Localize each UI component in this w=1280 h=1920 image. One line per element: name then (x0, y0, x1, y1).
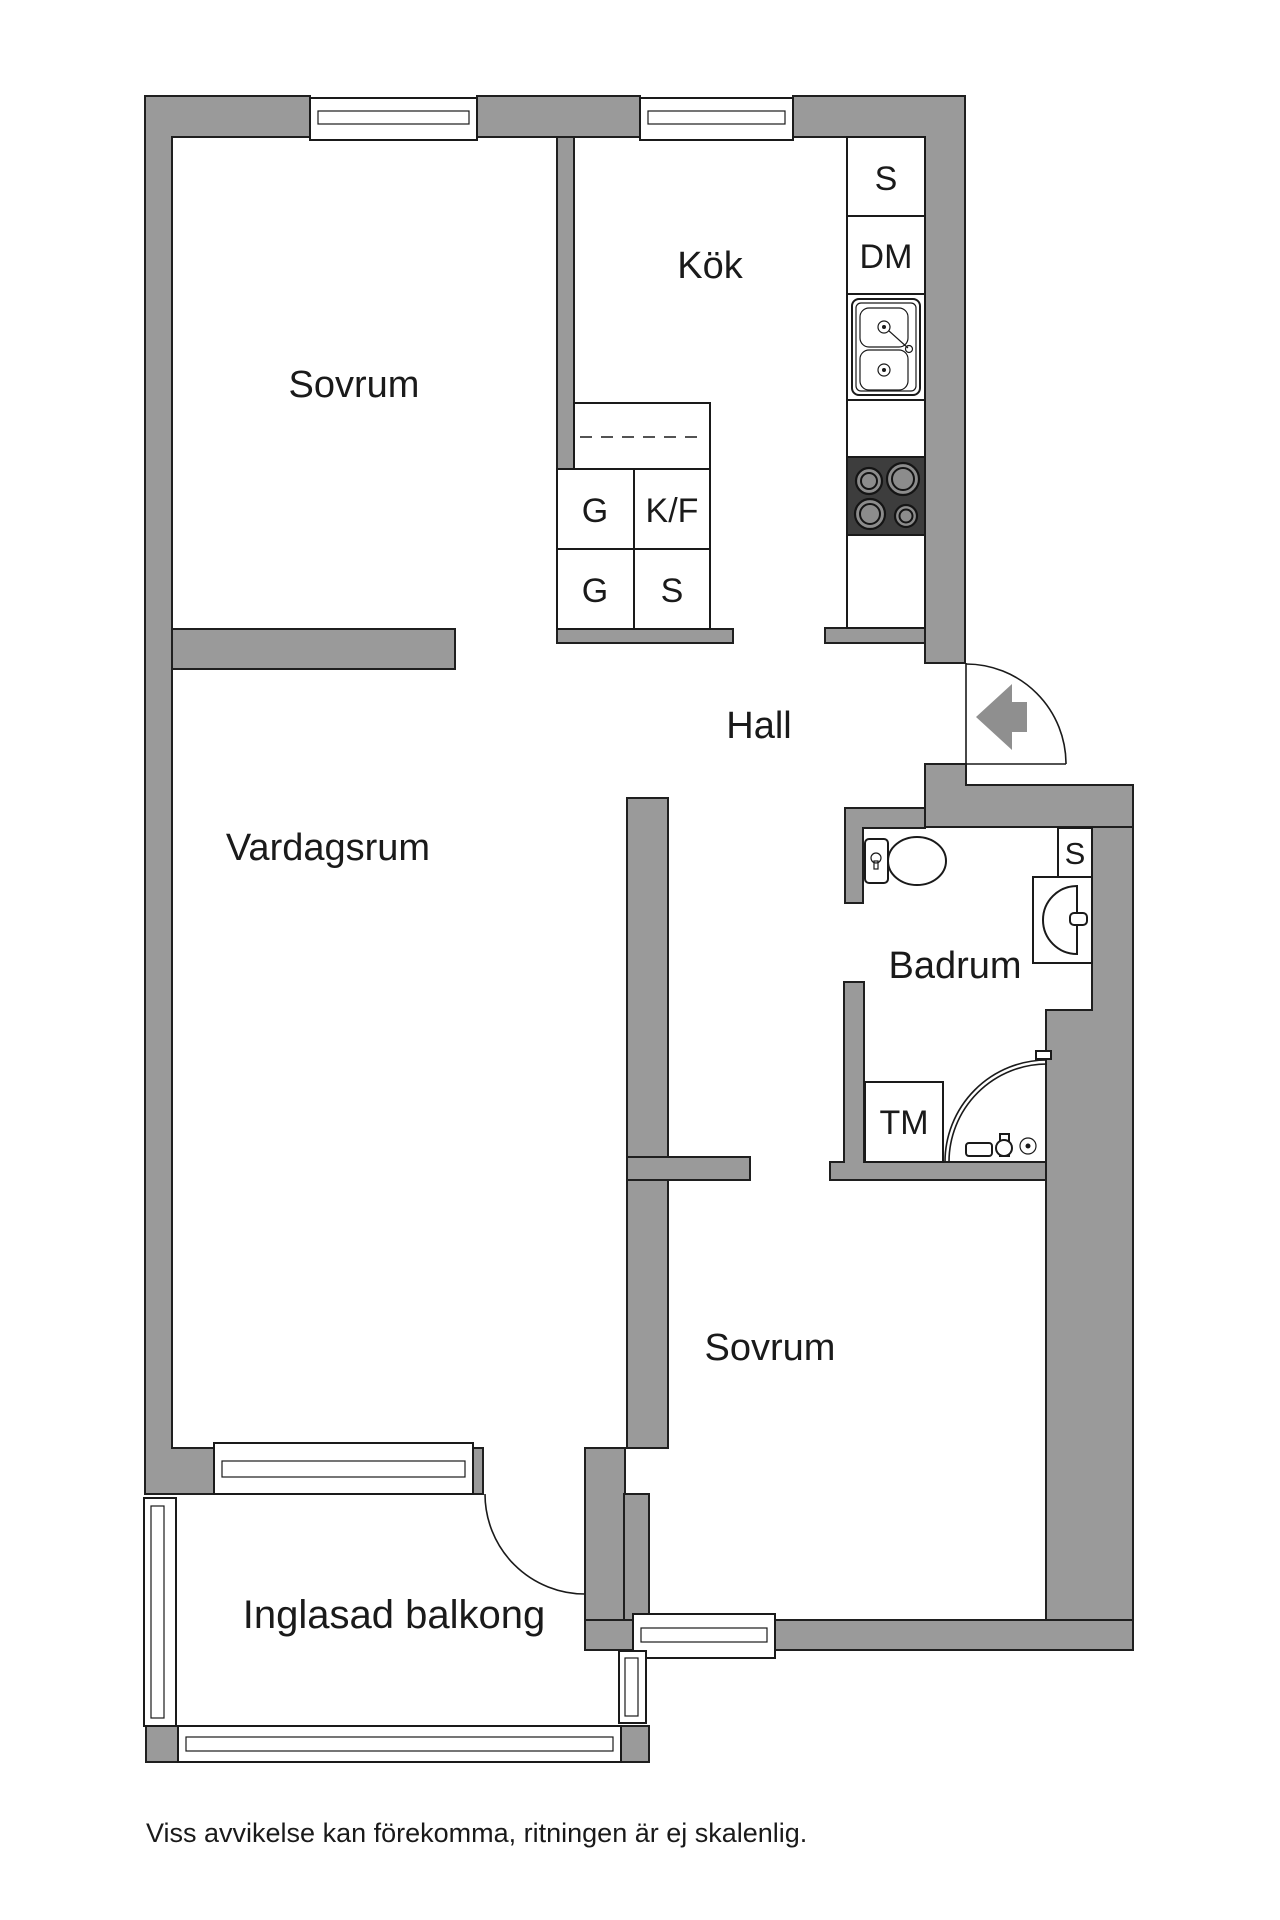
wall-entry-lower (924, 763, 1134, 828)
window-livingroom-balcony (213, 1442, 474, 1495)
bathroom-cabinet-label: S (1065, 836, 1086, 871)
burner (853, 461, 921, 531)
wall-bedroom2-bottom-left (584, 1619, 634, 1651)
wardrobe1-label: G (582, 492, 608, 530)
windows (143, 97, 794, 1763)
entrance-door (965, 663, 1067, 765)
livingroom-label: Vardagsrum (226, 827, 430, 869)
wall-outer-top-mid (476, 95, 641, 138)
stove (846, 456, 926, 536)
bedroom1-label: Sovrum (289, 364, 420, 406)
bathroom-cabinet-box (1057, 827, 1093, 878)
wall-bedroom2-bottom-right (774, 1619, 1134, 1651)
shower-mixer (965, 1142, 993, 1157)
wall-balcony-corner-right (620, 1725, 650, 1763)
wall-bedroom1-bottom (171, 628, 456, 670)
window-bedroom1 (309, 97, 478, 141)
washbasin (1032, 876, 1093, 964)
shower-drain (1019, 1137, 1037, 1155)
dishwasher-label: DM (860, 238, 913, 276)
wardrobe2-label: G (582, 572, 608, 610)
wall-bedroom1-kitchen (556, 136, 575, 470)
kitchen-label: Kök (677, 245, 743, 287)
shower-door-handle (1035, 1050, 1052, 1060)
wall-stub-kitchen (824, 627, 926, 644)
window-bedroom2 (632, 1613, 776, 1659)
wall-hall-bedroom2 (626, 1156, 751, 1181)
balcony-label: Inglasad balkong (243, 1593, 545, 1637)
kitchen-sink (851, 298, 921, 396)
window-kitchen (639, 97, 794, 141)
kitchen-counter (846, 136, 926, 629)
balcony-glazing-right (618, 1650, 647, 1724)
bedroom2-label: Sovrum (705, 1327, 836, 1369)
balcony-door-arc (484, 1493, 586, 1595)
washing-machine-label: TM (879, 1104, 928, 1142)
fridge-freezer-label: K/F (646, 492, 699, 530)
hall-label: Hall (726, 705, 791, 747)
walls (144, 95, 1134, 1763)
wall-balcony-door-pier (472, 1447, 484, 1495)
balcony-glazing-left (143, 1497, 177, 1727)
toilet (864, 836, 947, 886)
disclaimer-text: Viss avvikelse kan förekomma, ritningen … (146, 1818, 807, 1848)
bathroom-label: Badrum (888, 945, 1021, 987)
wall-hall-livingroom (626, 797, 669, 1449)
shower (944, 1050, 1052, 1163)
washing-machine-box (864, 1081, 944, 1163)
bathroom-fixtures (864, 827, 1093, 1163)
entrance-arrow-icon (976, 684, 1027, 750)
entrance-door-arc (965, 663, 1067, 765)
labels: Sovrum Kök Hall Badrum Vardagsrum Sovrum… (226, 160, 1085, 1637)
pantry-label: S (661, 572, 684, 610)
tall-cabinet-label: S (875, 160, 898, 198)
balcony-door (484, 1493, 586, 1595)
counter-dashed-cabinet (573, 402, 711, 470)
cabinet-block (556, 402, 711, 630)
wall-balcony-corner-left (145, 1725, 179, 1763)
balcony-glazing-bottom (177, 1725, 622, 1763)
wall-stub-cabinets (556, 628, 734, 644)
wall-outer-left-top (144, 95, 311, 1495)
wall-bathroom-topleft (844, 807, 926, 904)
